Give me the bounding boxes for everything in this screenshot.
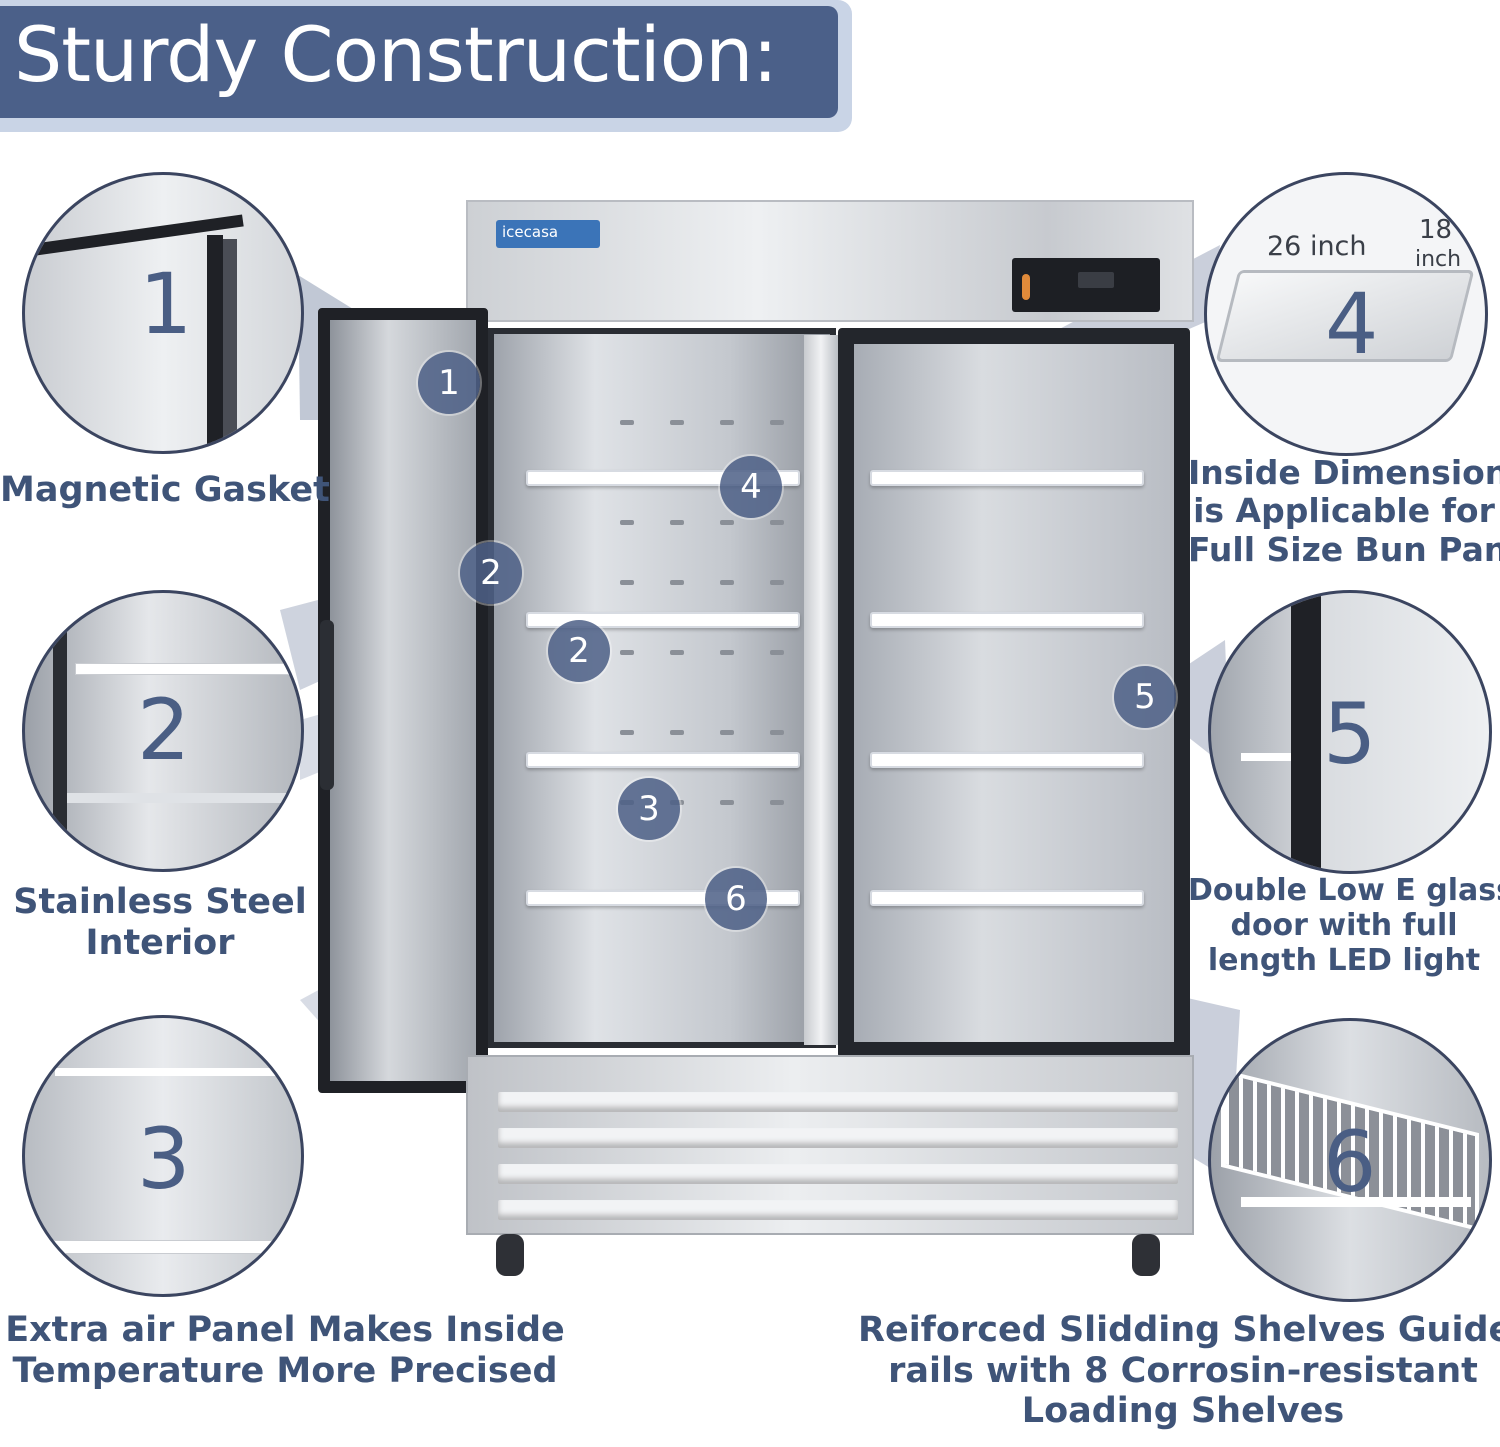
caption-6: Reiforced Slidding Shelves Guide rails w… <box>858 1310 1500 1432</box>
pan-length-label: 26 inch <box>1267 231 1367 262</box>
detail-number-6: 6 <box>1323 1113 1377 1211</box>
detail-circle-6: 6 <box>1208 1018 1492 1302</box>
pan-width-unit: inch <box>1415 247 1462 272</box>
caption-1: Magnetic Gasket <box>0 470 330 510</box>
page-title: Sturdy Construction: <box>14 10 778 99</box>
vent-slat <box>498 1092 1178 1112</box>
detail-circle-2: 2 <box>22 590 304 872</box>
detail-number-1: 1 <box>139 255 193 353</box>
title-banner <box>0 6 838 118</box>
center-mullion <box>804 335 838 1045</box>
vent-slat <box>498 1200 1178 1220</box>
brand-label: icecasa <box>502 223 559 241</box>
badge-2b: 2 <box>548 620 610 682</box>
detail-number-4: 4 <box>1325 275 1379 373</box>
detail-circle-5: 5 <box>1208 590 1492 874</box>
caster-wheel <box>496 1234 524 1276</box>
badge-1: 1 <box>418 352 480 414</box>
caption-5: Double Low E glass door with full length… <box>1188 873 1500 978</box>
detail-number-5: 5 <box>1323 685 1377 783</box>
badge-4: 4 <box>720 456 782 518</box>
detail-circle-3: 3 <box>22 1015 304 1297</box>
badge-5: 5 <box>1114 666 1176 728</box>
vent-slat <box>498 1128 1178 1148</box>
caption-4: Inside Dimension is Applicable for Full … <box>1188 453 1500 569</box>
badge-2a: 2 <box>460 542 522 604</box>
pan-width-value: 18 <box>1419 215 1453 245</box>
detail-number-2: 2 <box>137 681 191 779</box>
fridge-interior <box>488 328 836 1048</box>
shelf <box>870 612 1144 628</box>
badge-6: 6 <box>705 868 767 930</box>
detail-circle-1: 1 <box>22 172 304 454</box>
shelf <box>526 752 800 768</box>
left-open-door <box>318 308 488 1093</box>
door-handle <box>320 620 334 790</box>
shelf <box>870 470 1144 486</box>
vent-slat <box>498 1164 1178 1184</box>
brand-logo: icecasa <box>496 220 600 248</box>
detail-number-3: 3 <box>137 1110 191 1208</box>
shelf <box>870 752 1144 768</box>
shelf <box>870 890 1144 906</box>
caption-2: Stainless Steel Interior <box>13 882 307 963</box>
refrigerator: icecasa <box>318 200 1194 1276</box>
control-panel <box>1012 258 1160 312</box>
caster-wheel <box>1132 1234 1160 1276</box>
caption-3: Extra air Panel Makes Inside Temperature… <box>5 1310 565 1391</box>
detail-circle-4: 26 inch 18 inch 4 <box>1204 172 1488 456</box>
badge-3: 3 <box>618 778 680 840</box>
